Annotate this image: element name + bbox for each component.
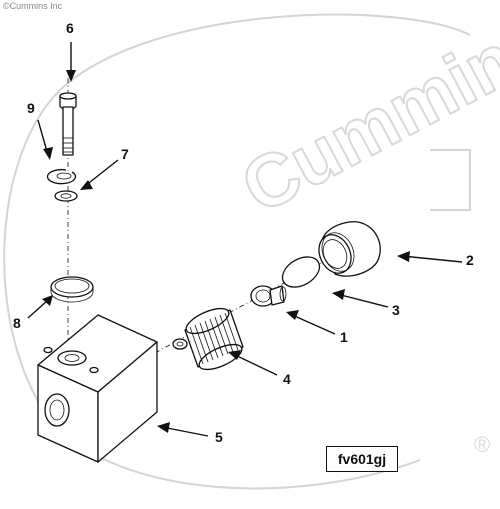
filter-element xyxy=(172,307,244,371)
callout-5: 5 xyxy=(215,429,223,445)
callout-labels: 6 9 7 8 2 3 1 4 5 xyxy=(13,20,474,445)
figure-id-box: fv601gj xyxy=(326,446,398,472)
arrowhead-6 xyxy=(66,70,76,82)
callout-7: 7 xyxy=(121,146,129,162)
watermark-text: Cummins xyxy=(229,0,500,229)
washer xyxy=(54,190,78,202)
o-ring-seal xyxy=(281,256,321,288)
leader-8 xyxy=(27,299,49,319)
arrowhead-7 xyxy=(80,180,93,190)
arrowhead-5 xyxy=(157,422,170,433)
arrowhead-8 xyxy=(42,295,53,306)
leader-4 xyxy=(232,353,278,376)
callout-4: 4 xyxy=(283,371,291,387)
arrowhead-9 xyxy=(43,147,53,160)
callout-9: 9 xyxy=(27,100,35,116)
filter-cap xyxy=(318,221,381,277)
lock-washer xyxy=(46,169,77,185)
check-valve xyxy=(250,285,287,307)
figure-id-label: fv601gj xyxy=(337,451,387,467)
filter-head xyxy=(37,314,158,463)
arrowhead-2 xyxy=(397,251,410,262)
registered-mark: ® xyxy=(474,432,490,457)
callout-2: 2 xyxy=(466,252,474,268)
arrowhead-1 xyxy=(286,310,299,320)
callout-8: 8 xyxy=(13,315,21,331)
leader-5 xyxy=(161,426,209,437)
callout-6: 6 xyxy=(66,20,74,36)
arrowhead-3 xyxy=(332,289,345,300)
copyright-notice: ©Cummins Inc xyxy=(3,1,63,11)
leader-2 xyxy=(401,255,463,263)
leader-3 xyxy=(336,293,389,308)
callout-arrows xyxy=(27,42,463,437)
callout-3: 3 xyxy=(392,302,400,318)
leader-1 xyxy=(289,313,336,335)
cap-screw xyxy=(59,92,77,156)
leader-7 xyxy=(84,159,119,187)
o-ring xyxy=(50,276,94,303)
arrowhead-4 xyxy=(228,350,241,360)
callout-1: 1 xyxy=(340,329,348,345)
